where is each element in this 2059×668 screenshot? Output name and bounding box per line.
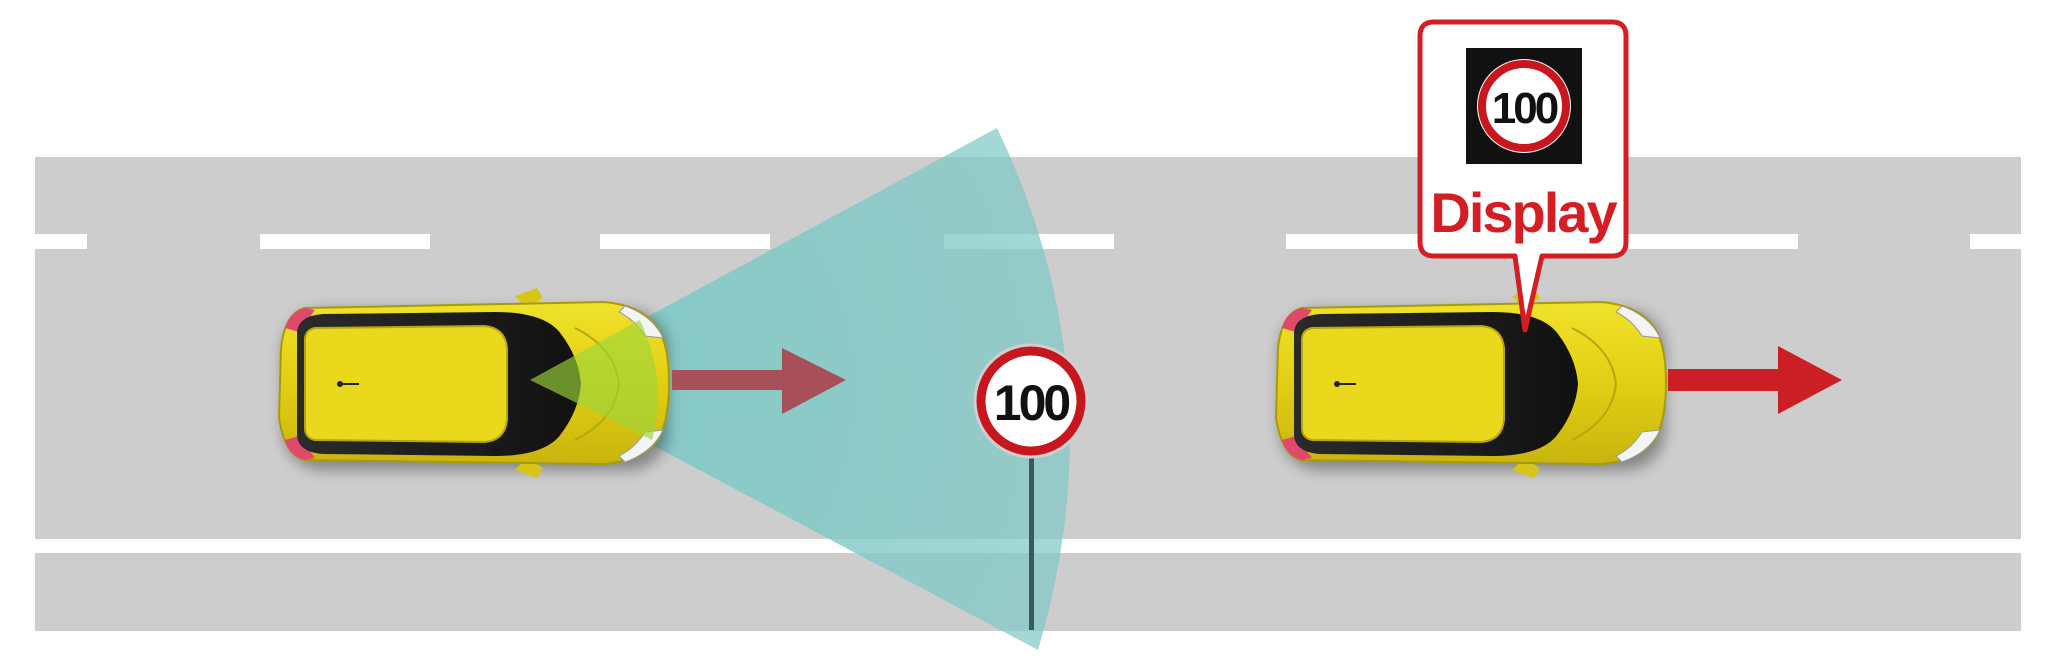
display-sign-value: 100 <box>1492 84 1558 133</box>
second-arrow <box>1668 346 1842 414</box>
display-callout: 100 Display <box>1417 19 1629 333</box>
sign-value: 100 <box>994 375 1070 431</box>
display-label: Display <box>1430 181 1617 244</box>
first-arrow <box>672 348 846 414</box>
second-car <box>1276 288 1666 478</box>
sign-pole <box>1029 440 1034 630</box>
speed-limit-sign: 100 <box>973 343 1089 630</box>
camera-sensor-highlight <box>530 320 658 440</box>
